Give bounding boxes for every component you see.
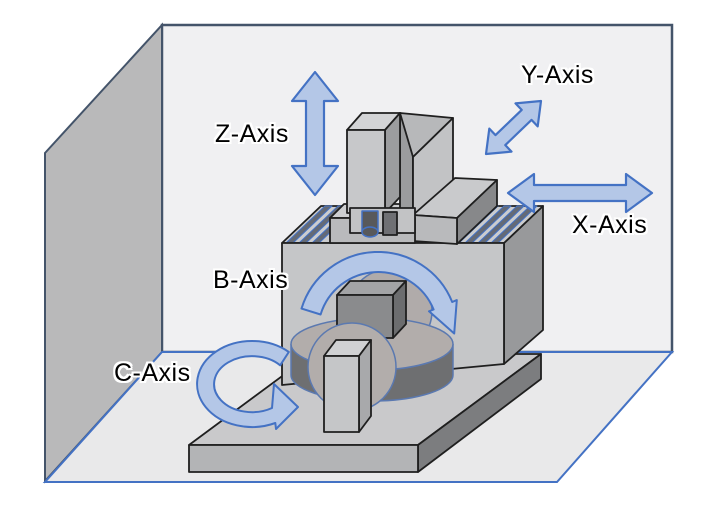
b-axis-label: B-Axis: [213, 266, 289, 294]
y-axis-label: Y-Axis: [521, 61, 594, 89]
b-axis-rotation-arrow: [300, 250, 458, 335]
z-axis-arrow: [290, 70, 340, 197]
c-axis-label: C-Axis: [114, 359, 191, 387]
base-front-face: [188, 444, 419, 473]
workpiece-front-face: [323, 355, 360, 433]
x-axis-label: X-Axis: [572, 211, 648, 239]
y-axis-arrow: [484, 99, 543, 156]
spindle-head-assembly: [329, 112, 498, 245]
c-axis-rotation-arrow: [196, 340, 299, 430]
z-axis-label: Z-Axis: [215, 120, 289, 148]
head-front-face: [346, 129, 386, 214]
spindle-tip: [361, 226, 379, 238]
workpiece: [323, 339, 372, 433]
spindle: [361, 210, 379, 238]
workpiece-side-face: [358, 339, 372, 433]
spindle-pocket: [382, 211, 398, 236]
saddle-front-face: [412, 214, 458, 245]
head-side-face: [384, 112, 401, 214]
x-axis-arrow: [506, 172, 654, 214]
